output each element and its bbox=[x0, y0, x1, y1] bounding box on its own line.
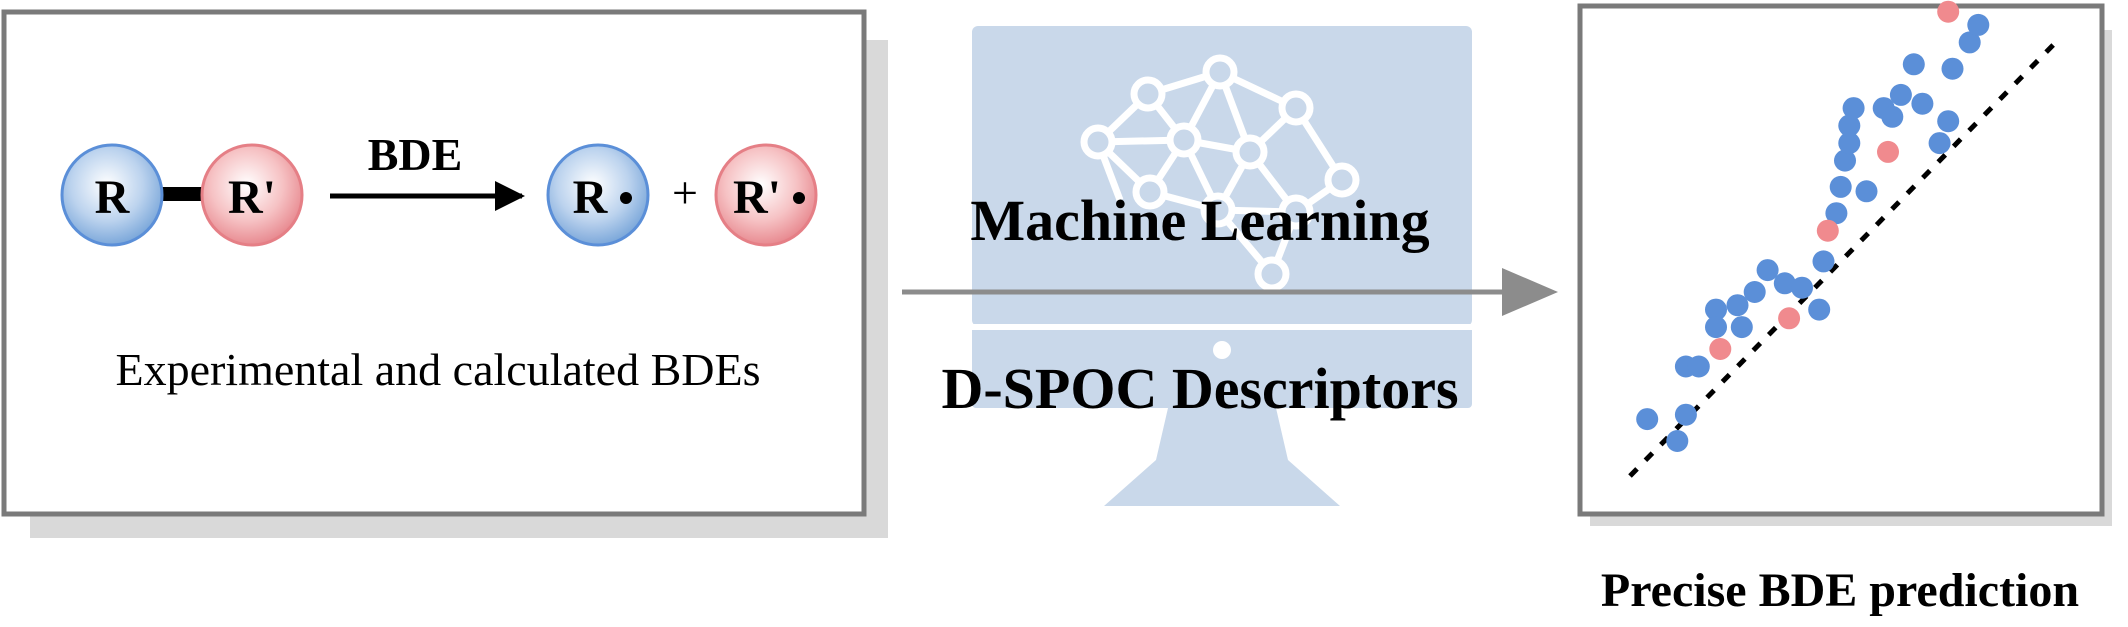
scatter-point bbox=[1756, 259, 1779, 282]
r-group-sphere bbox=[60, 143, 164, 247]
neural-network-brain-icon bbox=[1080, 54, 1360, 292]
scatter-point bbox=[1838, 114, 1861, 137]
process-arrow-head-icon bbox=[1502, 268, 1558, 316]
scatter-point bbox=[1773, 272, 1796, 295]
scatter-point bbox=[1726, 294, 1749, 317]
machine-learning-label: Machine Learning bbox=[970, 188, 1429, 253]
scatter-point bbox=[1825, 202, 1848, 225]
scatter-point bbox=[1937, 110, 1960, 133]
monitor-divider bbox=[972, 324, 1472, 330]
scatter-point bbox=[1902, 53, 1925, 76]
reaction-panel: R R' BDE R + R' Experimental and calcula… bbox=[1, 9, 888, 538]
scatter-point bbox=[1889, 83, 1912, 106]
bde-arrow-label: BDE bbox=[368, 129, 463, 180]
r-prime-radical-label: R' bbox=[733, 171, 781, 224]
monitor-screen bbox=[972, 26, 1472, 326]
scatter-point bbox=[1666, 430, 1689, 452]
scatter-point bbox=[1730, 316, 1753, 339]
scatter-point bbox=[1958, 31, 1981, 54]
prediction-caption: Precise BDE prediction bbox=[1601, 564, 2079, 617]
monitor-bezel bbox=[972, 326, 1472, 408]
scatter-points bbox=[1636, 0, 1990, 452]
scatter-point bbox=[1687, 355, 1710, 378]
scatter-point bbox=[1967, 13, 1990, 36]
scatter-point bbox=[1911, 92, 1934, 115]
scatter-point bbox=[1636, 408, 1659, 431]
scatter-point bbox=[1842, 97, 1865, 120]
scatter-point bbox=[1829, 175, 1852, 198]
monitor-power-icon bbox=[1213, 341, 1231, 359]
scatter-point bbox=[1881, 105, 1904, 128]
r-radical-sphere bbox=[546, 143, 650, 247]
prediction-panel: Precise BDE prediction bbox=[1577, 0, 2112, 617]
fit-trendline bbox=[1628, 36, 2062, 478]
r-group-label: R bbox=[95, 171, 131, 224]
computer-monitor-icon bbox=[972, 26, 1472, 506]
scatter-point bbox=[1674, 403, 1697, 426]
reaction-panel-frame bbox=[1, 9, 867, 517]
r-prime-group-sphere bbox=[200, 143, 304, 247]
scatter-point bbox=[1937, 0, 1960, 23]
scatter-point bbox=[1705, 316, 1727, 339]
scatter-point bbox=[1877, 140, 1899, 163]
chemical-bond bbox=[150, 187, 216, 201]
radical-dot-icon bbox=[793, 192, 805, 204]
descriptors-label: D-SPOC Descriptors bbox=[941, 356, 1458, 421]
r-prime-group-label: R' bbox=[228, 171, 276, 224]
monitor-stand bbox=[1104, 408, 1340, 506]
scatter-point bbox=[1855, 180, 1878, 203]
scatter-point bbox=[1705, 298, 1727, 321]
scatter-point bbox=[1743, 281, 1766, 303]
r-prime-radical-sphere bbox=[714, 143, 818, 247]
scatter-point bbox=[1941, 57, 1964, 80]
radical-dot-icon bbox=[620, 192, 632, 204]
scatter-point bbox=[1709, 338, 1732, 360]
scatter-point bbox=[1808, 298, 1831, 321]
prediction-panel-frame bbox=[1577, 3, 2105, 517]
scatter-point bbox=[1791, 276, 1813, 299]
reaction-caption: Experimental and calculated BDEs bbox=[115, 344, 760, 395]
scatter-point bbox=[1838, 132, 1861, 155]
plus-sign: + bbox=[672, 167, 698, 218]
scatter-point bbox=[1834, 149, 1856, 172]
r-radical-label: R bbox=[573, 171, 609, 224]
scatter-point bbox=[1816, 219, 1839, 242]
method-section: Machine Learning D-SPOC Descriptors bbox=[902, 26, 1558, 506]
scatter-point bbox=[1928, 132, 1951, 155]
scatter-point bbox=[1778, 307, 1801, 330]
scatter-point bbox=[1812, 250, 1835, 273]
